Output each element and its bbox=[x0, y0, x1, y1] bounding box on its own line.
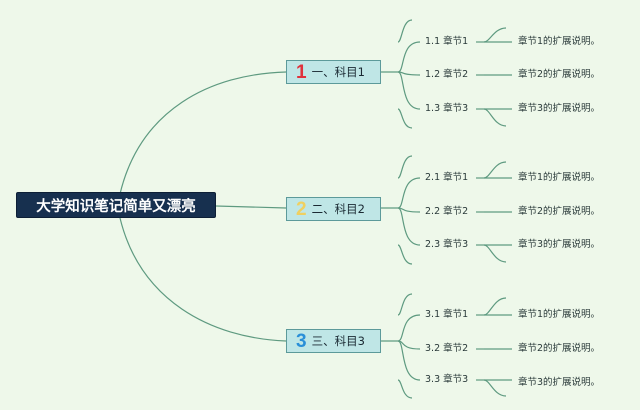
desc-curl-1 bbox=[483, 27, 507, 43]
chapter-node-2-3[interactable]: 2.3 章节3 bbox=[425, 239, 469, 250]
root-label: 大学知识笔记简单又漂亮 bbox=[36, 198, 196, 215]
chapter-link-2-1 bbox=[397, 177, 421, 209]
chapter-node-3-3[interactable]: 3.3 章节3 bbox=[425, 374, 469, 385]
subject-number-1: 1 bbox=[296, 61, 307, 83]
branch-curl-2 bbox=[397, 108, 413, 129]
desc-node-1-3[interactable]: 章节3的扩展说明。 bbox=[518, 103, 601, 114]
chapter-node-1-2[interactable]: 1.2 章节2 bbox=[425, 69, 469, 80]
subject-number-2: 2 bbox=[296, 198, 307, 220]
subject-node-1[interactable]: 1 一、科目1 bbox=[286, 60, 381, 84]
desc-node-2-1[interactable]: 章节1的扩展说明。 bbox=[518, 172, 601, 183]
desc-node-3-2[interactable]: 章节2的扩展说明。 bbox=[518, 343, 601, 354]
chapter-link-1-2 bbox=[397, 71, 421, 76]
chapter-node-1-3[interactable]: 1.3 章节3 bbox=[425, 103, 469, 114]
desc-curl-4 bbox=[483, 244, 507, 263]
subject-number-3: 3 bbox=[296, 330, 307, 352]
desc-node-1-1[interactable]: 章节1的扩展说明。 bbox=[518, 36, 601, 47]
chapter-node-3-1[interactable]: 3.1 章节1 bbox=[425, 309, 469, 320]
subject-node-2[interactable]: 2 二、科目2 bbox=[286, 197, 381, 221]
desc-curl-2 bbox=[483, 108, 507, 127]
branch-curl-1 bbox=[397, 19, 413, 43]
desc-curl-3 bbox=[483, 161, 507, 179]
root-link-3 bbox=[119, 217, 287, 342]
chapter-node-1-1[interactable]: 1.1 章节1 bbox=[425, 36, 469, 47]
chapter-node-2-2[interactable]: 2.2 章节2 bbox=[425, 206, 469, 217]
branch-curl-5 bbox=[397, 293, 413, 316]
root-node[interactable]: 大学知识笔记简单又漂亮 bbox=[16, 192, 216, 218]
branch-curl-3 bbox=[397, 155, 413, 179]
branch-curl-6 bbox=[397, 379, 413, 399]
chapter-link-3-1 bbox=[397, 314, 421, 342]
desc-curl-6 bbox=[483, 379, 507, 397]
subject-label-1: 一、科目1 bbox=[311, 65, 365, 79]
chapter-link-1-3 bbox=[397, 71, 421, 110]
desc-curl-5 bbox=[483, 297, 507, 316]
root-link-1 bbox=[119, 71, 287, 195]
desc-node-1-2[interactable]: 章节2的扩展说明。 bbox=[518, 69, 601, 80]
desc-node-2-3[interactable]: 章节3的扩展说明。 bbox=[518, 239, 601, 250]
subject-label-2: 二、科目2 bbox=[311, 202, 365, 216]
branch-curl-4 bbox=[397, 244, 413, 265]
chapter-link-2-3 bbox=[397, 207, 421, 246]
chapter-node-2-1[interactable]: 2.1 章节1 bbox=[425, 172, 469, 183]
subject-node-3[interactable]: 3 三、科目3 bbox=[286, 329, 381, 353]
desc-node-3-1[interactable]: 章节1的扩展说明。 bbox=[518, 309, 601, 320]
desc-node-2-2[interactable]: 章节2的扩展说明。 bbox=[518, 206, 601, 217]
chapter-link-1-1 bbox=[397, 41, 421, 73]
chapter-link-3-3 bbox=[397, 340, 421, 381]
subject-label-3: 三、科目3 bbox=[311, 334, 365, 348]
chapter-node-3-2[interactable]: 3.2 章节2 bbox=[425, 343, 469, 354]
desc-node-3-3[interactable]: 章节3的扩展说明。 bbox=[518, 377, 601, 388]
root-link-2 bbox=[215, 205, 287, 209]
